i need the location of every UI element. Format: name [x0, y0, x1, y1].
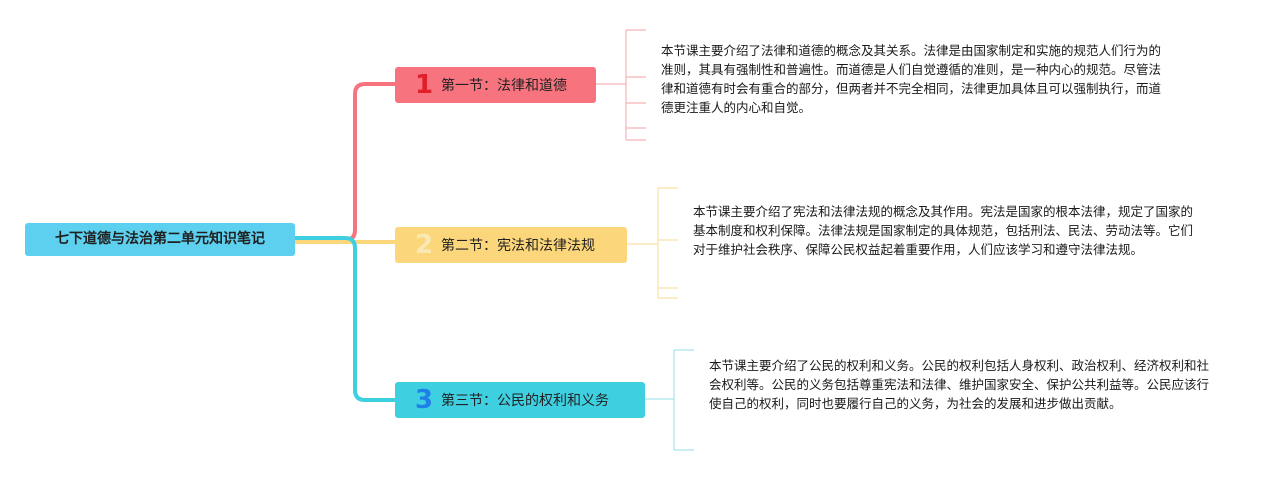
- section-title-2: 第二节：宪法和法律法规: [441, 238, 595, 254]
- section-node-3: 3 第三节：公民的权利和义务: [395, 382, 645, 418]
- section-title-3: 第三节：公民的权利和义务: [441, 393, 609, 409]
- section-node-1: 1 第一节：法律和道德: [395, 67, 596, 103]
- section-number-1-icon: 1: [414, 70, 434, 100]
- section-note-1: 本节课主要介绍了法律和道德的概念及其关系。法律是由国家制定和实施的规范人们行为的…: [661, 43, 1162, 115]
- note-bracket-1: [596, 29, 646, 141]
- connector-branch-3: [295, 236, 395, 402]
- note-bracket-3: [645, 349, 694, 451]
- root-node: 七下道德与法治第二单元知识笔记: [25, 223, 295, 256]
- section-number-2-icon: 2: [414, 230, 434, 260]
- connector-branch-1: [295, 82, 395, 242]
- root-title: 七下道德与法治第二单元知识笔记: [55, 231, 265, 247]
- section-title-1: 第一节：法律和道德: [441, 78, 567, 94]
- section-note-2: 本节课主要介绍了宪法和法律法规的概念及其作用。宪法是国家的根本法律，规定了国家的…: [693, 204, 1194, 257]
- section-number-3-icon: 3: [414, 385, 434, 415]
- section-note-3: 本节课主要介绍了公民的权利和义务。公民的权利包括人身权利、政治权利、经济权利和社…: [709, 358, 1210, 411]
- note-bracket-2: [627, 187, 678, 299]
- section-node-2: 2 第二节：宪法和法律法规: [395, 227, 627, 263]
